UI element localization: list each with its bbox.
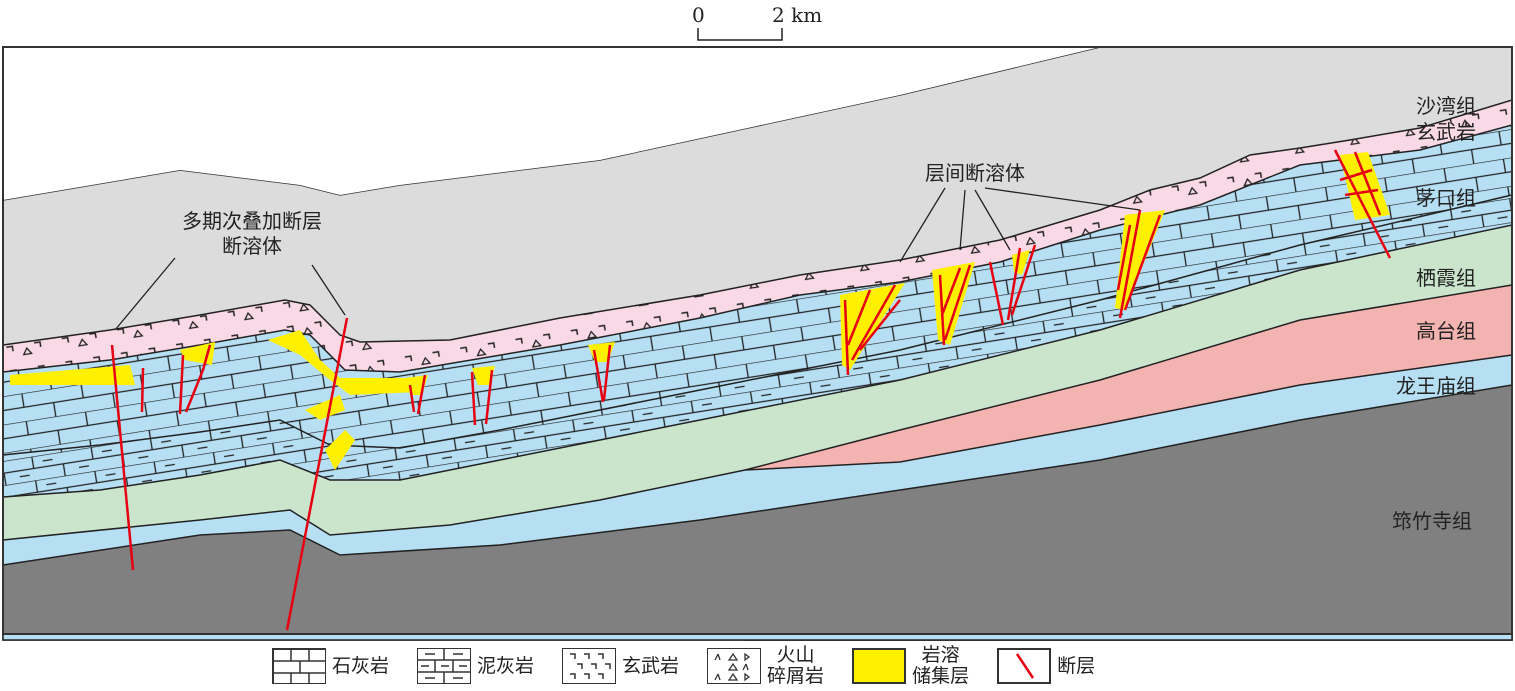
legend-fault: 断层 [997,648,1095,684]
scale-start: 0 [692,3,705,27]
limestone-swatch-icon [272,648,326,684]
legend-karst-reservoir: 岩溶储集层 [852,645,969,687]
legend-label-line1: 火山 [776,644,815,666]
label-basalt: 玄武岩 [1416,120,1476,144]
leader-lines [114,187,1141,331]
fault-swatch-icon [997,648,1052,684]
legend-label: 玄武岩 [622,654,680,677]
scale-bar: 0 2 km [692,3,822,41]
legend-limestone: 石灰岩 [272,648,389,684]
faults [110,149,1392,631]
karst-swatch-icon [852,648,907,684]
legend: 石灰岩 泥灰岩 玄武岩 火山碎屑岩 岩溶储集层 断层 [272,645,1123,687]
fault-major-1 [110,344,135,571]
basalt-swatch-icon [562,648,617,684]
label-longwangmiao: 龙王庙组 [1396,374,1476,398]
legend-marl: 泥灰岩 [417,648,534,684]
sky [3,47,1100,200]
legend-label-line2: 储集层 [912,665,970,687]
frame [2,46,1513,635]
legend-label-line2: 碎屑岩 [767,665,825,687]
legend-label: 火山碎屑岩 [767,645,824,687]
label-qixia: 栖霞组 [1416,266,1476,290]
annotation-interlayer: 层间断溶体 [925,161,1025,185]
marl-swatch-icon [417,648,472,684]
legend-label: 岩溶储集层 [912,645,969,687]
label-gaotai: 高台组 [1416,319,1476,343]
legend-volcanic-clastic: 火山碎屑岩 [707,645,824,687]
volcanic-clastic-swatch-icon [707,648,762,684]
legend-label: 泥灰岩 [477,654,535,677]
legend-label: 石灰岩 [332,654,390,677]
fault-major-2 [285,317,349,631]
label-maokou: 茅口组 [1416,186,1476,210]
legend-basalt: 玄武岩 [562,648,679,684]
label-qiongzhusi: 筇竹寺组 [1392,509,1472,533]
legend-label-line1: 岩溶 [921,644,960,666]
legend-label: 断层 [1057,654,1096,677]
label-shawan: 沙湾组 [1416,94,1476,118]
scale-end: 2 km [772,3,822,27]
annotation-multi-fault-2: 断溶体 [222,234,282,258]
annotation-multi-fault-1: 多期次叠加断层 [182,209,322,233]
